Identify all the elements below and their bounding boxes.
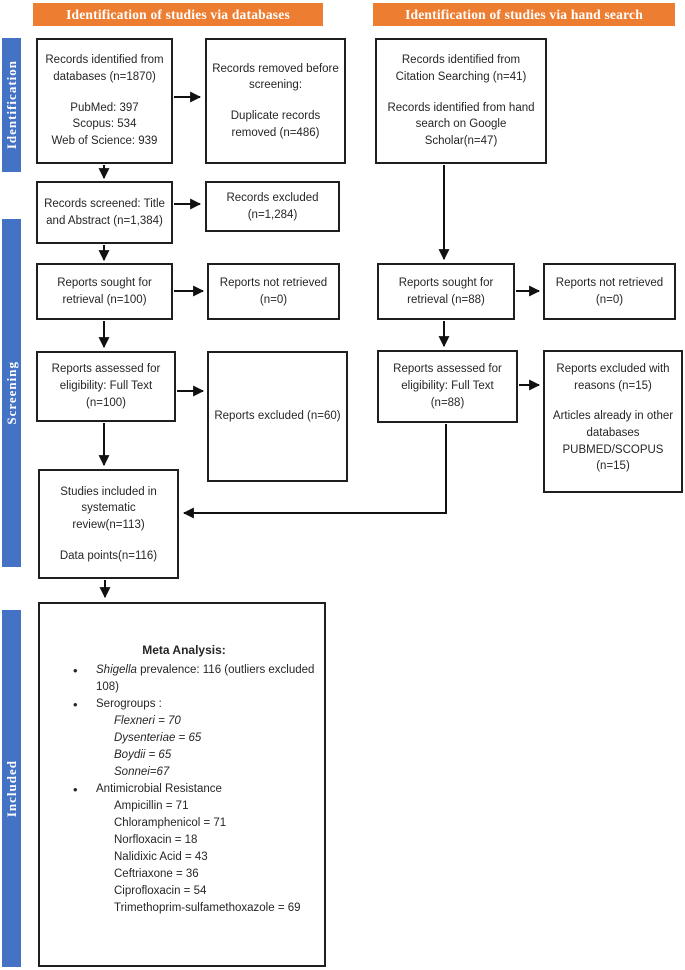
box-records-screened: Records screened: Title and Abstract (n=… (36, 181, 173, 244)
serogroup-item: Boydii = 65 (114, 749, 172, 762)
box-line: Reports sought for retrieval (n=88) (398, 276, 494, 306)
box-reports-assessed-db: Reports assessed for eligibility: Full T… (36, 351, 176, 422)
box-meta-analysis: Meta Analysis: Shigella prevalence: 116 … (38, 602, 326, 967)
species-name-italic: Shigella (96, 664, 137, 677)
box-reports-not-retrieved-db: Reports not retrieved (n=0) (207, 263, 340, 320)
meta-bullet-prevalence: Shigella prevalence: 116 (outliers exclu… (66, 662, 318, 696)
meta-bullet-serogroups: Serogroups : (66, 696, 318, 713)
box-line: Records identified from hand search on G… (387, 101, 535, 147)
box-line: Records identified from databases (n=187… (45, 54, 164, 83)
box-line: Reports assessed for eligibility: Full T… (51, 363, 161, 409)
header-hand-search-label: Identification of studies via hand searc… (405, 6, 643, 22)
serogroups-label: Serogroups : (96, 698, 162, 711)
stage-bar-included: Included (2, 610, 21, 967)
box-line: Reports not retrieved (n=0) (219, 276, 328, 306)
amr-item: Trimethoprim-sulfamethoxazole = 69 (114, 902, 301, 915)
box-records-identified-databases: Records identified from databases (n=187… (36, 38, 173, 164)
box-line: Studies included in systematic review(n=… (60, 485, 157, 531)
amr-item: Nalidixic Acid = 43 (114, 851, 208, 864)
box-line: Records removed before screening: (212, 62, 339, 92)
box-reports-excluded-hand: Reports excluded with reasons (n=15) Art… (543, 350, 683, 493)
box-line: Reports not retrieved (n=0) (555, 276, 664, 306)
box-studies-included: Studies included in systematic review(n=… (38, 469, 179, 579)
box-line: Duplicate records removed (n=486) (230, 110, 321, 139)
box-line: Web of Science: 939 (51, 135, 158, 147)
amr-item: Ampicillin = 71 (114, 800, 189, 813)
serogroup-item: Dysenteriae = 65 (114, 732, 202, 745)
box-reports-sought-hand: Reports sought for retrieval (n=88) (377, 263, 515, 320)
stage-bar-identification: Identification (2, 38, 21, 172)
serogroup-item: Sonnei=67 (114, 766, 170, 779)
box-line: Reports sought for retrieval (n=100) (57, 276, 152, 306)
amr-item: Norfloxacin = 18 (114, 834, 198, 847)
header-hand-search: Identification of studies via hand searc… (373, 3, 675, 26)
stage-screening-label: Screening (3, 361, 19, 425)
serogroup-item: Flexneri = 70 (114, 715, 181, 728)
amr-label: Antimicrobial Resistance (96, 783, 222, 796)
header-databases-label: Identification of studies via databases (66, 6, 290, 22)
box-line: Records screened: Title and Abstract (n=… (44, 197, 165, 227)
amr-item: Chloramphenicol = 71 (114, 817, 227, 830)
meta-analysis-title: Meta Analysis: (142, 643, 226, 657)
box-records-excluded: Records excluded (n=1,284) (205, 181, 340, 232)
prevalence-text: prevalence: 116 (outliers excluded 108) (96, 664, 315, 694)
box-reports-not-retrieved-hand: Reports not retrieved (n=0) (543, 263, 676, 320)
stage-bar-screening: Screening (2, 219, 21, 567)
box-reports-assessed-hand: Reports assessed for eligibility: Full T… (377, 350, 518, 423)
box-records-identified-hand: Records identified from Citation Searchi… (375, 38, 547, 164)
box-reports-sought-db: Reports sought for retrieval (n=100) (36, 263, 173, 320)
box-line: Records excluded (n=1,284) (226, 191, 319, 221)
box-line: Records identified from Citation Searchi… (395, 54, 527, 83)
stage-identification-label: Identification (3, 60, 19, 150)
box-line: Reports assessed for eligibility: Full T… (393, 363, 502, 409)
box-line: Reports excluded with reasons (n=15) (556, 363, 670, 392)
amr-item: Ciprofloxacin = 54 (114, 885, 207, 898)
box-line: Articles already in other databases PUBM… (552, 410, 674, 473)
box-line: Data points(n=116) (59, 549, 158, 562)
stage-included-label: Included (3, 759, 19, 818)
meta-bullet-amr: Antimicrobial Resistance (66, 781, 318, 798)
box-line: Reports excluded (n=60) (214, 410, 341, 423)
amr-item: Ceftriaxone = 36 (114, 868, 199, 881)
header-databases: Identification of studies via databases (33, 3, 323, 26)
box-reports-excluded-db: Reports excluded (n=60) (207, 351, 348, 482)
box-records-removed: Records removed before screening: Duplic… (205, 38, 346, 164)
box-line: Scopus: 534 (72, 118, 137, 131)
box-line: PubMed: 397 (70, 101, 139, 114)
